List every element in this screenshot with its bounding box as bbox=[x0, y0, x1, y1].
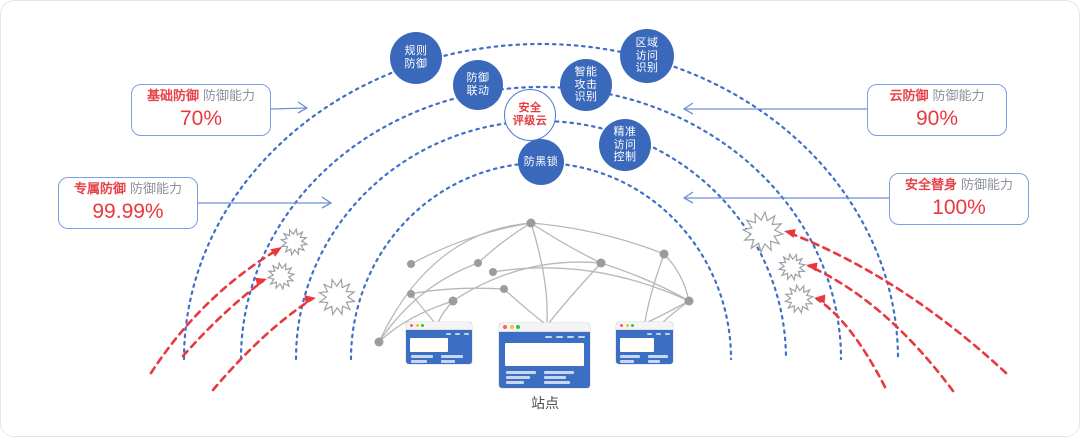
callout-title: 专属防御 bbox=[73, 181, 126, 197]
browser-menu-bars bbox=[647, 333, 670, 335]
callout-title: 基础防御 bbox=[146, 88, 199, 104]
callout-basic-defense: 基础防御防御能力 70% bbox=[131, 84, 271, 136]
attack-path-right-3 bbox=[815, 297, 887, 389]
mesh-nodes bbox=[374, 218, 694, 347]
callout-suffix: 防御能力 bbox=[203, 88, 256, 104]
arc-outer bbox=[182, 42, 900, 361]
defense-node-rule-defense: 规则 防御 bbox=[390, 32, 442, 84]
callout-suffix: 防御能力 bbox=[130, 181, 183, 197]
starburst-icon bbox=[777, 252, 807, 282]
maximize-icon bbox=[421, 324, 424, 327]
site-label: 站点 bbox=[531, 395, 559, 411]
browser-titlebar bbox=[616, 322, 673, 330]
callout-arrows bbox=[198, 101, 889, 209]
attack-path-left-3 bbox=[211, 297, 314, 392]
close-icon bbox=[620, 324, 623, 327]
starburst-icon bbox=[279, 227, 309, 257]
browser-content-area bbox=[410, 338, 448, 352]
browser-text-bars bbox=[620, 355, 668, 363]
arc-2 bbox=[239, 85, 843, 361]
browser-content-area bbox=[505, 343, 584, 366]
starburst-icon bbox=[266, 261, 295, 290]
callout-value: 70% bbox=[179, 106, 223, 130]
minimize-icon bbox=[415, 324, 419, 327]
minimize-icon bbox=[509, 325, 514, 329]
defense-node-anti-blackhat-lock: 防黑锁 bbox=[518, 139, 564, 185]
browser-body bbox=[616, 330, 673, 364]
callout-arrow-dedicated bbox=[198, 196, 333, 209]
defense-node-defense-linkage: 防御 联动 bbox=[453, 60, 503, 110]
attack-paths bbox=[149, 230, 1008, 393]
origin-mesh bbox=[374, 218, 694, 347]
browser-titlebar bbox=[406, 322, 472, 330]
close-icon bbox=[410, 324, 413, 327]
maximize-icon bbox=[631, 324, 634, 327]
callout-title: 安全替身 bbox=[904, 177, 957, 193]
browser-titlebar bbox=[499, 323, 590, 332]
browser-body bbox=[499, 332, 590, 388]
callout-arrow-cloud bbox=[682, 102, 867, 115]
defense-node-precise-access-control: 精准 访问 控制 bbox=[599, 119, 651, 171]
callout-suffix: 防御能力 bbox=[932, 88, 985, 104]
attack-path-right-2 bbox=[807, 264, 955, 393]
callout-value: 99.99% bbox=[92, 199, 164, 223]
browser-body bbox=[406, 330, 472, 364]
defense-node-regional-access-recognition: 区域 访问 识别 bbox=[620, 29, 674, 83]
site-browser-window-small-right bbox=[616, 322, 673, 364]
browser-menu-bars bbox=[545, 336, 585, 338]
minimize-icon bbox=[625, 324, 629, 327]
starburst-icon bbox=[315, 275, 359, 319]
browser-text-bars bbox=[506, 371, 574, 384]
attack-path-right-1 bbox=[785, 230, 1008, 375]
callout-arrow-standin bbox=[682, 191, 889, 204]
browser-text-bars bbox=[411, 355, 463, 363]
callout-dedicated-defense: 专属防御防御能力 99.99% bbox=[58, 177, 198, 229]
callout-cloud-defense: 云防御防御能力 90% bbox=[867, 84, 1007, 136]
arc-4 bbox=[349, 161, 733, 361]
close-icon bbox=[503, 325, 507, 329]
security-rating-cloud-node: 安全 评级云 bbox=[504, 89, 556, 141]
site-browser-window-main bbox=[499, 323, 590, 388]
callout-value: 100% bbox=[932, 195, 986, 219]
callout-security-standin: 安全替身防御能力 100% bbox=[889, 173, 1029, 225]
attack-arrowheads bbox=[255, 229, 826, 304]
browser-menu-bars bbox=[446, 333, 469, 335]
callout-suffix: 防御能力 bbox=[961, 177, 1014, 193]
callout-value: 90% bbox=[915, 106, 959, 130]
site-browser-window-small-left bbox=[406, 322, 472, 364]
browser-connector-lines bbox=[410, 222, 690, 324]
attack-path-left-1 bbox=[149, 248, 279, 375]
impact-starbursts bbox=[266, 210, 817, 319]
attack-path-left-2 bbox=[181, 279, 265, 358]
callout-arrow-basic bbox=[270, 101, 309, 114]
callout-title: 云防御 bbox=[889, 88, 929, 104]
starburst-icon bbox=[781, 281, 817, 317]
starburst-icon bbox=[741, 210, 785, 254]
maximize-icon bbox=[516, 325, 520, 329]
defense-node-intelligent-attack-recognition: 智能 攻击 识别 bbox=[560, 59, 612, 111]
browser-content-area bbox=[620, 338, 654, 352]
